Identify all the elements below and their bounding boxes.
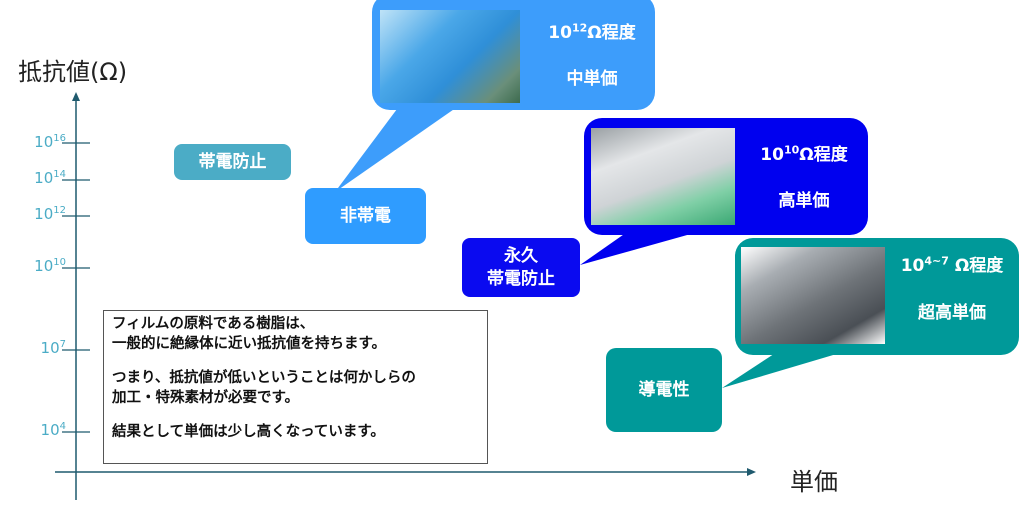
callout-tail	[335, 105, 460, 192]
y-axis-arrow-icon	[72, 92, 80, 101]
y-axis-label: 抵抗値(Ω)	[18, 58, 128, 86]
tick-label: 1010	[34, 257, 66, 275]
callout-tail	[580, 230, 705, 265]
label-line: 帯電防止	[487, 268, 555, 289]
note-line: フィルムの原料である樹脂は、	[112, 316, 315, 332]
tick-label: 104	[40, 421, 66, 439]
note-line: 一般的に絶縁体に近い抵抗値を持ちます。	[112, 336, 387, 352]
note-line: 加工・特殊素材が必要です。	[112, 390, 300, 406]
callout-very-high-price: 104~7 Ω程度 超高単価	[735, 238, 1019, 355]
price-level: 超高単価	[918, 303, 986, 323]
conductive-label: 導電性	[606, 348, 722, 432]
tick-label: 1016	[34, 133, 66, 151]
callout-mid-price: 1012Ω程度 中単価	[372, 0, 655, 110]
tick-label: 1012	[34, 205, 66, 223]
explanation-note: フィルムの原料である樹脂は、 一般的に絶縁体に近い抵抗値を持ちます。 つまり、抵…	[103, 310, 488, 464]
x-axis-label: 単価	[790, 468, 838, 496]
non-static-label: 非帯電	[305, 188, 426, 244]
antistatic-label: 帯電防止	[174, 144, 291, 180]
permanent-antistatic-label: 永久帯電防止	[462, 238, 580, 297]
x-axis-arrow-icon	[747, 468, 756, 476]
resistance-value: 1012Ω程度	[548, 21, 636, 43]
blue-film-roll-photo	[380, 10, 520, 103]
resistance-value: 1010Ω程度	[760, 143, 848, 165]
gray-film-roll-photo	[591, 128, 735, 225]
tick-label: 1014	[34, 169, 66, 187]
label-line: 永久	[504, 245, 538, 266]
resistance-value: 104~7 Ω程度	[900, 254, 1004, 276]
callout-tail	[722, 350, 850, 388]
tick-label: 107	[40, 339, 66, 357]
note-line: 結果として単価は少し高くなっています。	[112, 424, 385, 440]
callout-high-price: 1010Ω程度 高単価	[584, 118, 868, 235]
black-conductive-film-photo	[741, 247, 885, 344]
note-line: つまり、抵抗値が低いということは何かしらの	[112, 370, 416, 386]
price-level: 中単価	[566, 69, 618, 89]
price-level: 高単価	[778, 191, 830, 211]
